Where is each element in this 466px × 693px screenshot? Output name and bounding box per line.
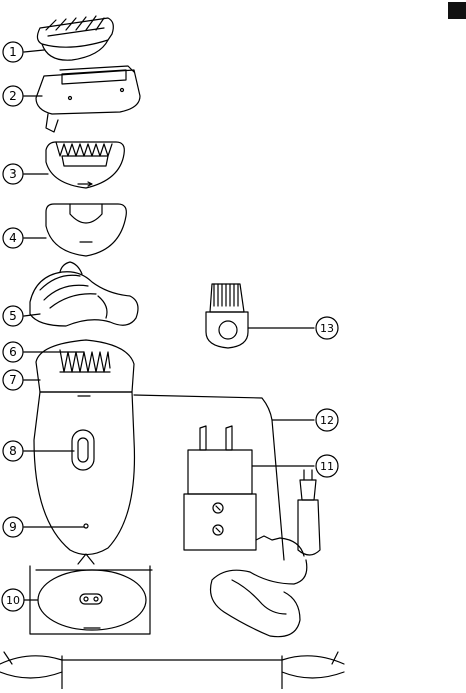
massage-cap — [30, 262, 138, 326]
callout-7: 7 — [3, 370, 23, 390]
callout-12-label: 12 — [320, 414, 334, 427]
callout-6-label: 6 — [9, 345, 17, 359]
callout-3-label: 3 — [9, 167, 17, 181]
callout-10: 10 — [2, 589, 24, 611]
charging-stand — [30, 554, 152, 634]
callout-3: 3 — [3, 164, 23, 184]
power-adapter — [184, 426, 280, 550]
trimmer-cap — [46, 142, 124, 188]
callout-5: 5 — [3, 306, 23, 326]
callout-7-label: 7 — [9, 373, 17, 387]
callout-6: 6 — [3, 342, 23, 362]
callout-1: 1 — [3, 42, 23, 62]
callout-13-label: 13 — [320, 322, 334, 335]
callout-2: 2 — [3, 86, 23, 106]
callout-1-label: 1 — [9, 45, 17, 59]
appliance-plug-and-cord — [211, 470, 321, 637]
epilator-body — [34, 340, 134, 555]
callout-4: 4 — [3, 228, 23, 248]
skin-contact-cap — [46, 204, 126, 256]
callout-10-label: 10 — [6, 594, 20, 607]
callout-5-label: 5 — [9, 309, 17, 323]
callout-13: 13 — [316, 317, 338, 339]
page-corner-tab — [448, 2, 466, 19]
callout-12: 12 — [316, 409, 338, 431]
callout-4-label: 4 — [9, 231, 17, 245]
callout-11: 11 — [316, 455, 338, 477]
charger-cord-guide — [134, 395, 314, 560]
callout-11-label: 11 — [320, 460, 334, 473]
comb-cap — [37, 16, 113, 60]
shaving-head — [36, 66, 140, 132]
callout-9: 9 — [3, 517, 23, 537]
storage-pouch — [0, 652, 344, 689]
callout-9-label: 9 — [9, 520, 17, 534]
callout-8-label: 8 — [9, 444, 17, 458]
leader-1 — [24, 50, 44, 52]
cleaning-brush — [206, 284, 248, 348]
callout-2-label: 2 — [9, 89, 17, 103]
callout-8: 8 — [3, 441, 23, 461]
